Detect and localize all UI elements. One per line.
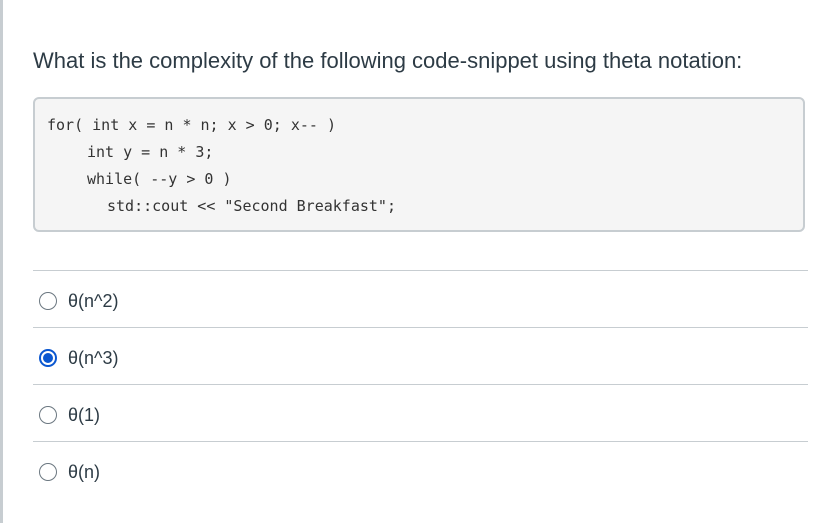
left-border-rule: [0, 0, 3, 523]
answer-divider: [33, 327, 808, 328]
radio-button-unchecked[interactable]: [39, 463, 57, 481]
radio-button-unchecked[interactable]: [39, 292, 57, 310]
radio-button-checked[interactable]: [39, 349, 57, 367]
answer-option-linear[interactable]: θ(n): [33, 442, 808, 498]
answer-option-n-squared[interactable]: θ(n^2): [33, 271, 808, 327]
answer-divider: [33, 384, 808, 385]
code-line-cout: std::cout << "Second Breakfast";: [107, 197, 396, 215]
answer-option-constant[interactable]: θ(1): [33, 385, 808, 441]
answer-label: θ(1): [68, 405, 101, 425]
code-line-int-y: int y = n * 3;: [87, 143, 214, 161]
answer-option-n-cubed[interactable]: θ(n^3): [33, 328, 808, 384]
radio-button-unchecked[interactable]: [39, 406, 57, 424]
answer-label: θ(n): [68, 462, 101, 482]
code-line-for: for( int x = n * n; x > 0; x-- ): [47, 116, 336, 134]
answer-label: θ(n^3): [68, 348, 119, 368]
question-text: What is the complexity of the following …: [33, 48, 743, 73]
answer-label: θ(n^2): [68, 291, 119, 311]
code-line-while: while( --y > 0 ): [87, 170, 232, 188]
code-snippet: for( int x = n * n; x > 0; x-- ) int y =…: [33, 97, 805, 232]
answer-divider: [33, 270, 808, 271]
answer-divider: [33, 441, 808, 442]
